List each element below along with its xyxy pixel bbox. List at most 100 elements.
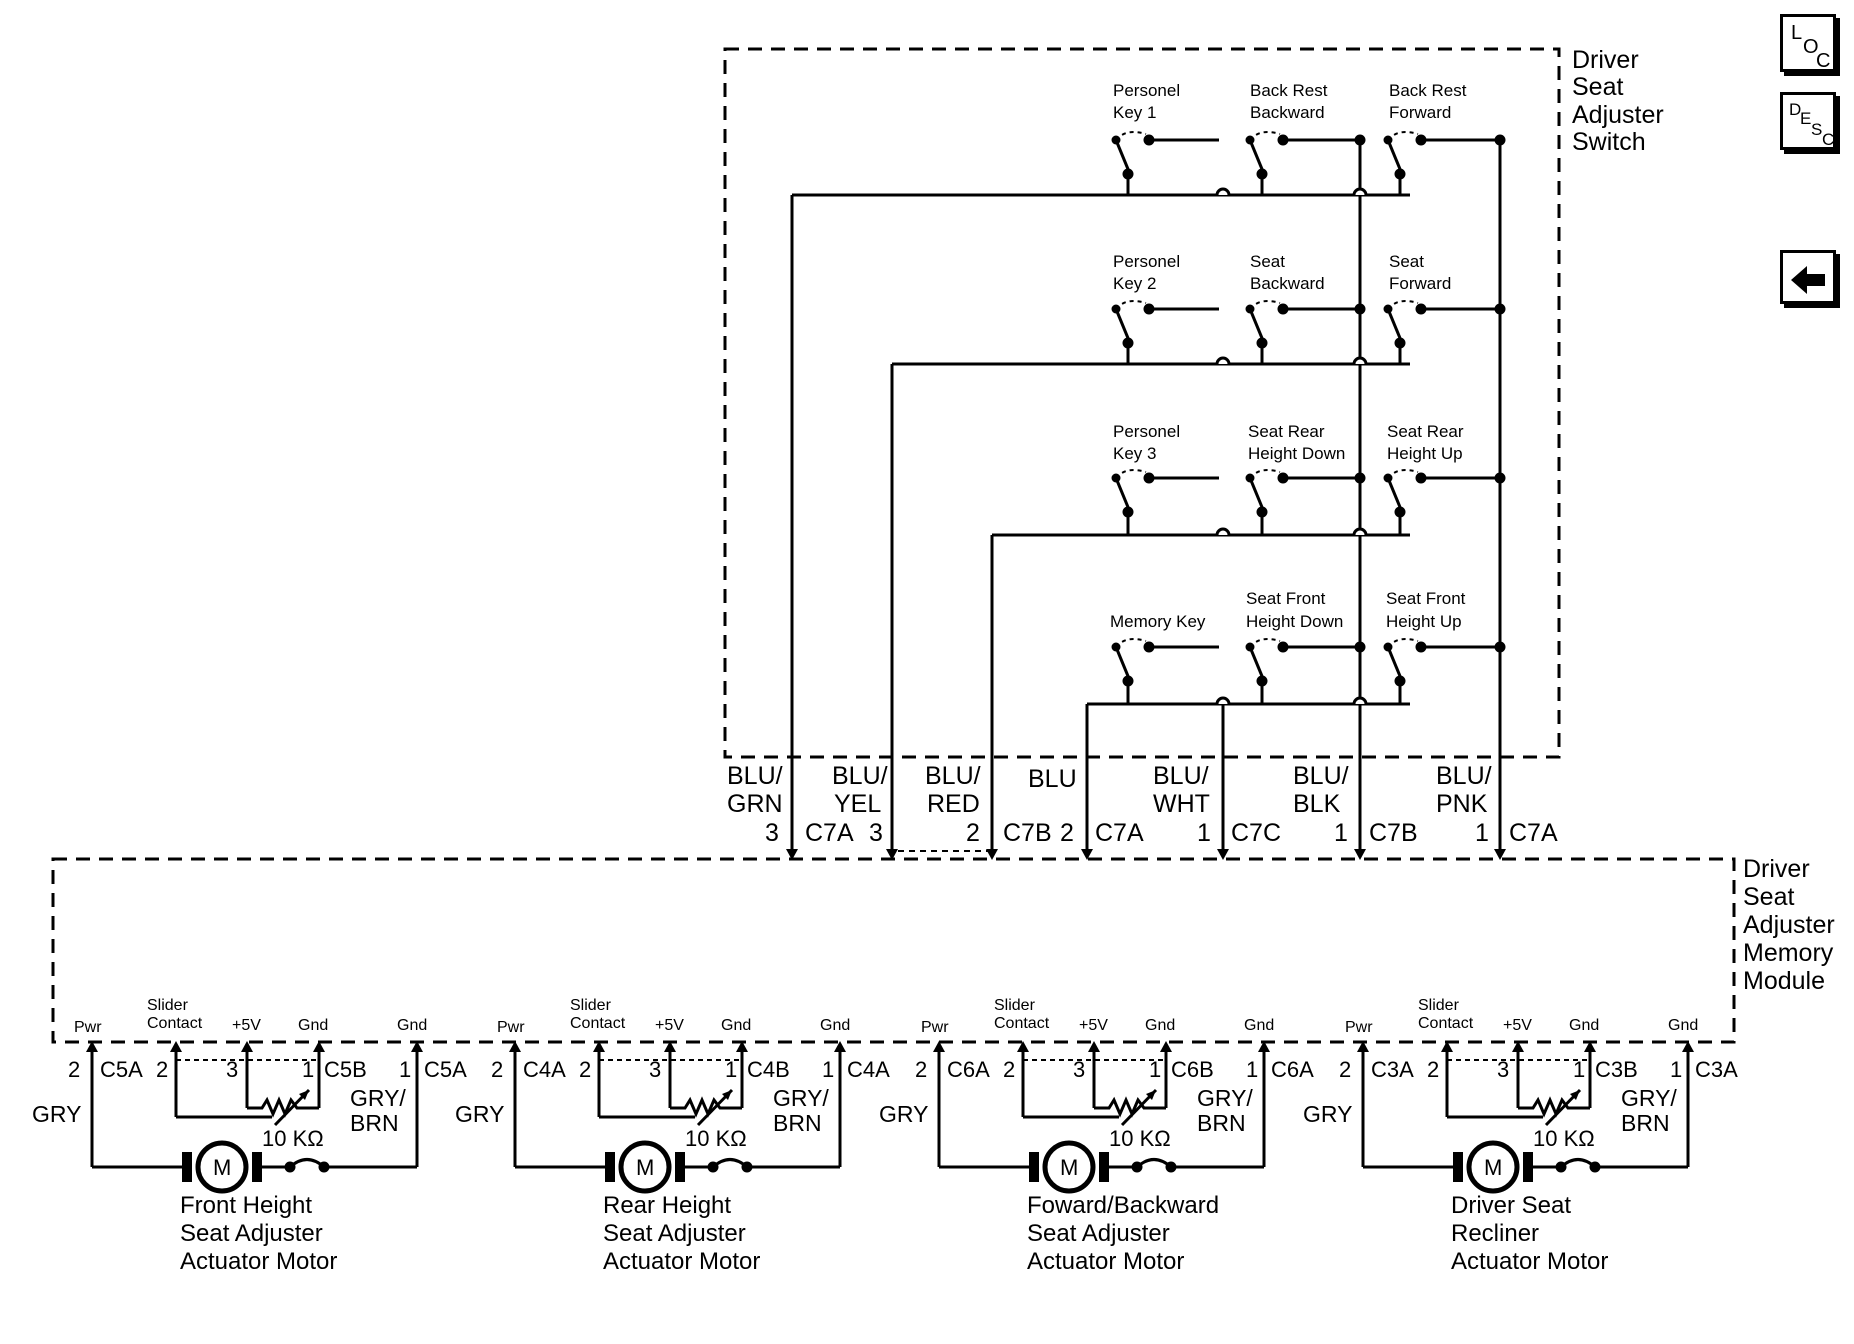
gnd-label: Gnd [1569, 1017, 1599, 1034]
switch-label: Seat Front [1246, 589, 1326, 608]
connector-label: C6A [947, 1057, 990, 1082]
switch-label: Seat [1389, 252, 1424, 271]
switch-label: Seat Rear [1248, 422, 1325, 441]
module-boundary [51, 857, 1736, 1044]
motor-icon: M [605, 1140, 685, 1194]
description-button[interactable]: D E S C [1780, 92, 1836, 150]
pin-number: 2 [1060, 819, 1074, 847]
connector-label: C5B [324, 1057, 367, 1082]
connector-label: C3A [1371, 1057, 1414, 1082]
connector-label: C4A [847, 1057, 890, 1082]
wire-label-blu-grn-2: GRN [727, 790, 783, 818]
wire-label-blu-yel-1: BLU/ [832, 762, 888, 790]
pin-number: 2 [68, 1057, 80, 1082]
pin-number: 1 [1246, 1057, 1258, 1082]
switch-label: Seat Rear [1387, 422, 1464, 441]
wire-label-blu-wht-2: WHT [1153, 790, 1210, 818]
connector-label: C7B [1369, 819, 1418, 847]
module-title-line: Adjuster [1743, 911, 1835, 939]
location-button[interactable]: L O C [1780, 14, 1836, 72]
switch-contact [1383, 638, 1506, 704]
motor-name: Seat Adjuster [1027, 1220, 1170, 1247]
switch-label: Forward [1389, 274, 1451, 293]
back-button[interactable] [1780, 250, 1836, 304]
connector-label: C7B [1003, 819, 1052, 847]
motor-icon: M [1453, 1140, 1533, 1194]
wire-label-blu-red-1: BLU/ [925, 762, 981, 790]
switch-label: Height Down [1248, 444, 1345, 463]
switch-contact [1245, 131, 1366, 195]
wire-label-gry-brn: GRY/ [1197, 1085, 1253, 1111]
pin-number: 3 [1497, 1057, 1509, 1082]
module-title-line: Seat [1743, 883, 1794, 911]
switch-contact [1111, 638, 1219, 704]
pin-number: 1 [1149, 1057, 1161, 1082]
motor-name: Seat Adjuster [603, 1220, 746, 1247]
gnd-label: Gnd [1244, 1017, 1274, 1034]
gnd-label: Gnd [721, 1017, 751, 1034]
plus5v-label: +5V [655, 1017, 684, 1034]
plus5v-label: +5V [1079, 1017, 1108, 1034]
motor-name: Actuator Motor [1027, 1248, 1184, 1275]
motor-name: Driver Seat [1451, 1192, 1571, 1219]
wire-label-blu-grn-1: BLU/ [727, 762, 783, 790]
wire-label-gry-brn: BRN [1621, 1110, 1670, 1136]
pin-number: 1 [399, 1057, 411, 1082]
pin-number: 2 [966, 819, 980, 847]
connector-label: C5A [100, 1057, 143, 1082]
pin-number: 1 [1334, 819, 1348, 847]
pwr-label: Pwr [74, 1019, 102, 1036]
wire-label-gry: GRY [455, 1101, 504, 1127]
switch-title-line: Driver [1572, 46, 1639, 74]
connector-label: C7C [1231, 819, 1281, 847]
pin-number: 3 [226, 1057, 238, 1082]
gnd-label: Gnd [298, 1017, 328, 1034]
wire-label-gry-brn: GRY/ [773, 1085, 829, 1111]
wire-label-blu-blk-1: BLU/ [1293, 762, 1349, 790]
switch-title-line: Seat [1572, 73, 1623, 101]
desc-letter: S [1811, 120, 1822, 139]
resistor-label: 10 KΩ [1533, 1126, 1595, 1151]
wire-label-gry: GRY [32, 1101, 81, 1127]
switch-label: Seat Front [1386, 589, 1466, 608]
motor-name: Foward/Backward [1027, 1192, 1219, 1219]
gnd-label: Gnd [1668, 1017, 1698, 1034]
pin-number: 2 [156, 1057, 168, 1082]
motor-name: Actuator Motor [180, 1248, 337, 1275]
switch-label: Personel [1113, 252, 1180, 271]
wire-label-gry-brn: BRN [350, 1110, 399, 1136]
switch-label: Key 2 [1113, 274, 1156, 293]
wire-label-blu: BLU [1028, 765, 1077, 793]
pin-number: 3 [765, 819, 779, 847]
connector-label: C6A [1271, 1057, 1314, 1082]
connector-label: C4B [747, 1057, 790, 1082]
connector-label: C7A [1509, 819, 1558, 847]
pin-number: 3 [649, 1057, 661, 1082]
switch-contact [1245, 469, 1366, 535]
connector-label: C5A [424, 1057, 467, 1082]
motor-letter: M [636, 1155, 654, 1180]
slider-contact-label: Slider [147, 997, 189, 1014]
wire-label-blu-pnk-1: BLU/ [1436, 762, 1492, 790]
wire-label-blu-pnk-2: PNK [1436, 790, 1488, 818]
wire-label-blu-yel-2: YEL [834, 790, 881, 818]
switch-label: Personel [1113, 81, 1180, 100]
wire-label-gry-brn: GRY/ [1621, 1085, 1677, 1111]
pin-number: 1 [1197, 819, 1211, 847]
motor-name: Seat Adjuster [180, 1220, 323, 1247]
switch-contact [1245, 638, 1366, 704]
connector-label: C3B [1595, 1057, 1638, 1082]
desc-letter: E [1800, 109, 1811, 128]
slider-contact-label: Slider [1418, 997, 1460, 1014]
module-title-line: Memory [1743, 939, 1834, 967]
pin-number: 1 [302, 1057, 314, 1082]
connector-label: C3A [1695, 1057, 1738, 1082]
switch-label: Backward [1250, 274, 1325, 293]
switch-contact [1245, 300, 1366, 364]
desc-letter: C [1822, 130, 1834, 149]
switch-label: Key 3 [1113, 444, 1156, 463]
back-arrow-icon [1791, 266, 1825, 294]
